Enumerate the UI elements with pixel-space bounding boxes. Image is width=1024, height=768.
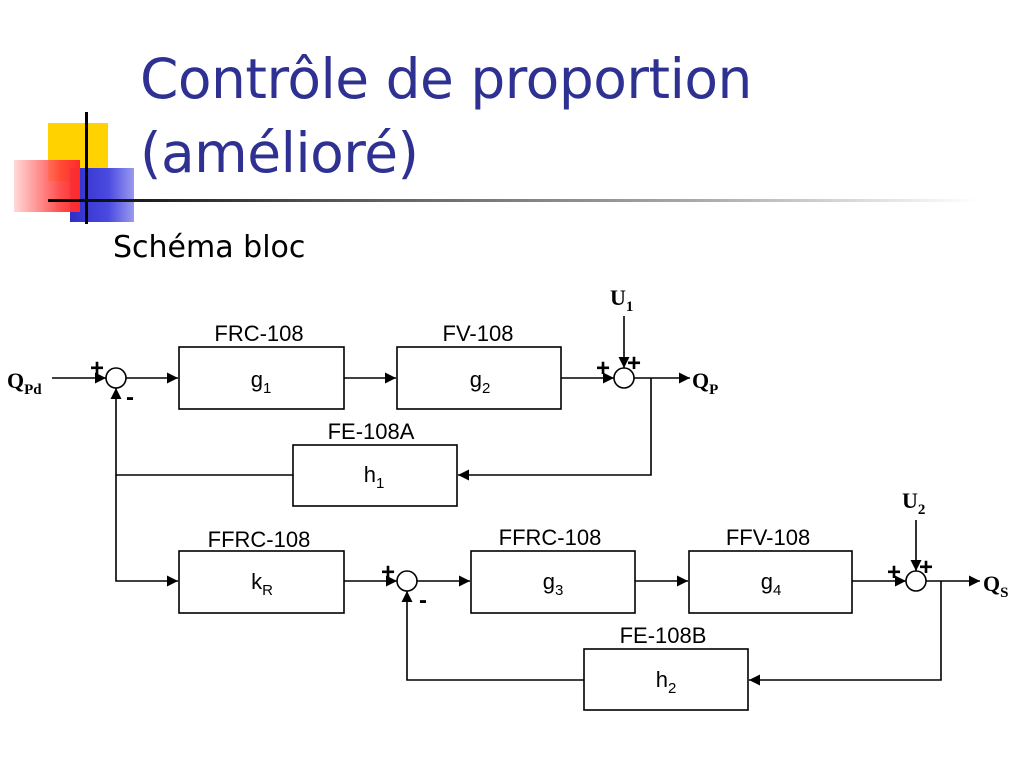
block-g1	[178, 346, 345, 410]
sign-sum2-input: +	[596, 355, 610, 382]
block-g4-tag: FFV-108	[726, 525, 810, 550]
sum-junction-3	[396, 570, 418, 592]
block-kr-tag: FFRC-108	[208, 527, 311, 552]
sum-junction-2	[613, 367, 635, 389]
block-kr-function: kR	[251, 569, 273, 599]
signal-qp: QP	[692, 368, 718, 398]
sum-junction-4	[905, 570, 927, 592]
block-g2	[396, 346, 562, 410]
block-g4-function: g4	[761, 569, 782, 599]
block-h1	[292, 444, 458, 507]
block-g2-tag: FV-108	[443, 321, 514, 346]
block-h2	[583, 648, 749, 711]
signal-qpd: QPd	[7, 368, 42, 398]
deco-blue-square	[70, 168, 134, 222]
slide-title: Contrôle de proportion (amélioré)	[140, 42, 752, 190]
wire-h2-to-sum3	[401, 591, 584, 681]
wire-qp-to-h1	[458, 378, 652, 481]
block-h2-function: h2	[656, 667, 677, 697]
block-g2-function: g2	[470, 367, 491, 397]
slide-subtitle: Schéma bloc	[113, 230, 306, 265]
deco-red-square	[14, 160, 80, 212]
wire-h1-to-kr	[115, 475, 178, 587]
block-g4	[688, 550, 853, 614]
slide-title-line2: (amélioré)	[140, 121, 419, 185]
block-g1-tag: FRC-108	[214, 321, 303, 346]
block-kr	[178, 550, 345, 614]
block-h1-tag: FE-108A	[328, 419, 415, 444]
signal-u1: U1	[610, 285, 633, 315]
sign-sum3-feedback: -	[419, 587, 427, 614]
block-h1-function: h1	[364, 462, 385, 492]
signal-qs: QS	[983, 571, 1008, 601]
block-g1-function: g1	[251, 367, 272, 397]
sign-sum1-feedback: -	[126, 384, 134, 411]
wire-qs-to-h2	[749, 581, 942, 686]
sum-junction-1	[105, 367, 127, 389]
block-g3-tag: FFRC-108	[499, 525, 602, 550]
sign-sum1-input: +	[90, 355, 104, 382]
sign-sum3-input: +	[381, 559, 395, 586]
deco-vertical-line	[85, 112, 88, 224]
block-h2-tag: FE-108B	[620, 623, 707, 648]
slide-title-line1: Contrôle de proportion	[140, 47, 752, 111]
deco-horizontal-rule	[48, 199, 978, 202]
block-g3-function: g3	[543, 569, 564, 599]
signal-u2: U2	[902, 488, 925, 518]
sign-sum4-disturbance: +	[919, 554, 933, 581]
block-g3	[470, 550, 636, 614]
sign-sum2-disturbance: +	[627, 350, 641, 377]
sign-sum4-input: +	[887, 559, 901, 586]
